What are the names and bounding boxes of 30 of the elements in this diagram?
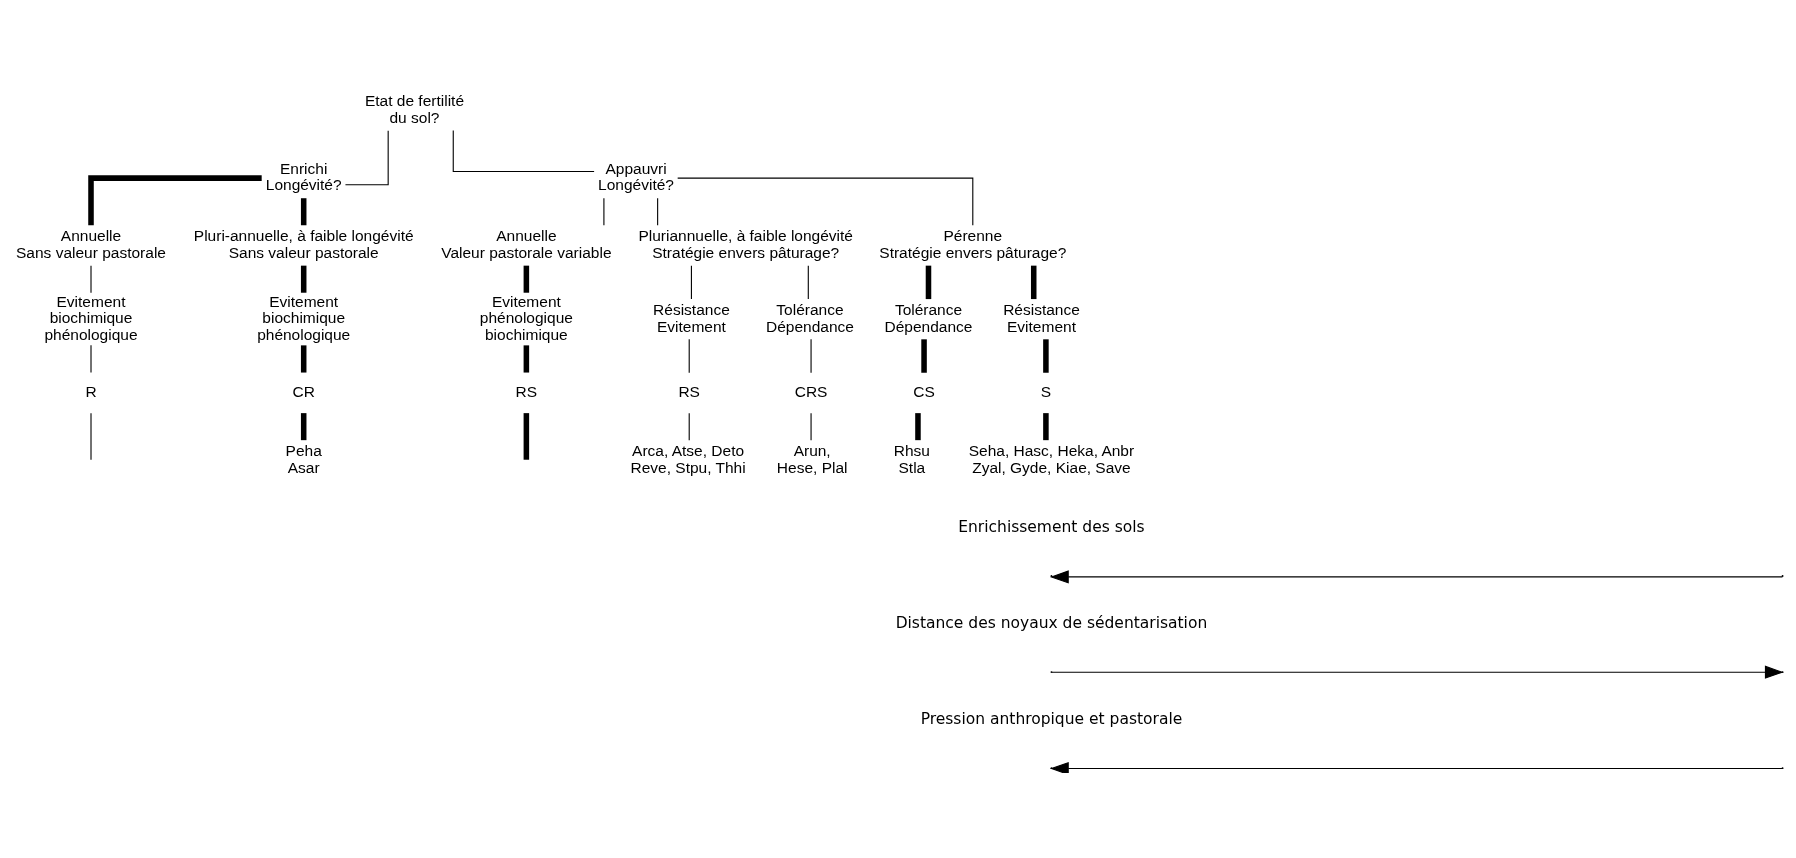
node-text: Pluriannuelle, à faible longévité Stratégie envers pâturage?: [637, 226, 853, 261]
node-text: Appauvri Longévité?: [597, 159, 674, 193]
node-text: Pluri-annuelle, à faible longévité Sans valeur pastorale: [193, 226, 414, 261]
node-text: S: [1040, 382, 1051, 400]
node-text: Tolérance Dépendance: [765, 300, 854, 335]
node-text: CS: [912, 382, 935, 400]
node-text: CRS: [794, 382, 827, 400]
label: Distance des noyaux de sédentarisation: [895, 613, 1207, 632]
node-text: Rhsu Stla: [893, 441, 930, 476]
node-text: R: [84, 382, 97, 400]
node-text: Résistance Evitement: [1002, 300, 1080, 335]
node-text: Etat de fertilité du sol?: [364, 91, 464, 126]
node-text: Peha Asar: [285, 441, 322, 476]
node-text: Résistance Evitement: [652, 300, 730, 335]
node-text: Annuelle Sans valeur pastorale: [15, 226, 166, 261]
node-text: Enrichi Longévité?: [265, 159, 342, 193]
label: Enrichissement des sols: [957, 517, 1145, 536]
node-text: Evitement biochimique phénologique: [43, 292, 138, 343]
node-text: Annuelle Valeur pastorale variable: [440, 226, 612, 261]
node-text: Evitement phénologique biochimique: [479, 292, 573, 343]
label: Pression anthropique et pastorale: [920, 709, 1182, 728]
node-text: Evitement biochimique phénologique: [256, 292, 350, 343]
node-text: Seha, Hasc, Heka, Anbr Zyal, Gyde, Kiae, Save: [968, 441, 1134, 476]
node-text: RS: [515, 382, 537, 400]
node-text: Tolérance Dépendance: [884, 300, 972, 335]
node-text: Pérenne Stratégie envers pâturage?: [878, 226, 1066, 261]
node-text: Arun, Hese, Plal: [776, 441, 847, 476]
node-text: Arca, Atse, Deto Reve, Stpu, Thhi: [630, 441, 746, 476]
node-text: RS: [677, 382, 700, 400]
node-text: CR: [292, 382, 315, 400]
